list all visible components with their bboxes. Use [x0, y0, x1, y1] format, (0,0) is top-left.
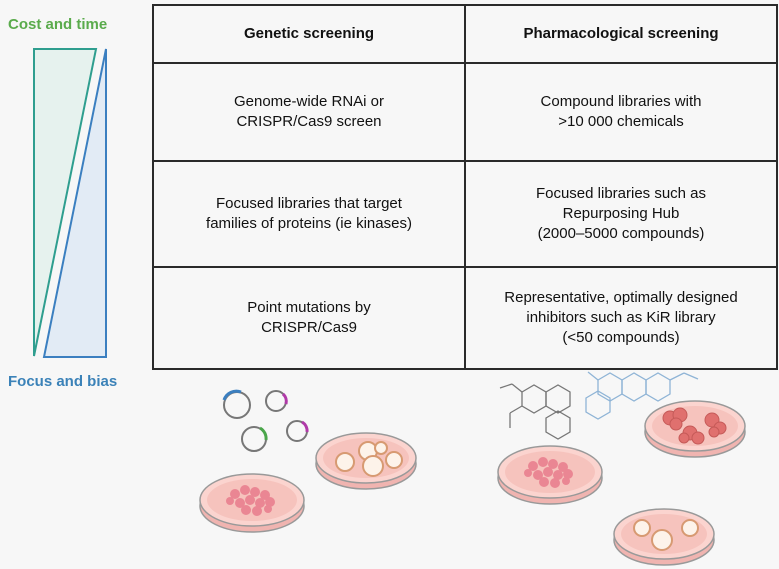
molecule-icon	[499, 383, 571, 440]
cost-triangle	[33, 48, 98, 357]
cell-genetic: Focused libraries that target families o…	[152, 160, 466, 268]
petri-dish-icon	[644, 400, 746, 458]
table-row: Point mutations by CRISPR/Cas9 Represent…	[152, 266, 778, 370]
petri-dish-icon	[315, 432, 417, 490]
plasmid-icon	[241, 426, 268, 452]
petri-dish-icon	[497, 445, 603, 505]
table-row: Focused libraries that target families o…	[152, 160, 778, 268]
screening-comparison-table: Genetic screening Pharmacological screen…	[152, 4, 778, 370]
header-pharmacological-screening: Pharmacological screening	[464, 4, 778, 64]
gradient-triangles	[33, 48, 107, 358]
cell-genetic: Genome-wide RNAi or CRISPR/Cas9 screen	[152, 62, 466, 162]
cell-pharmacological: Focused libraries such as Repurposing Hu…	[464, 160, 778, 268]
plasmid-icon	[265, 390, 288, 412]
plasmid-icon	[222, 389, 251, 419]
plasmid-icon	[286, 420, 309, 442]
header-genetic-screening: Genetic screening	[152, 4, 466, 64]
cell-pharmacological: Compound libraries with >10 000 chemical…	[464, 62, 778, 162]
molecule-icon	[585, 371, 699, 420]
petri-dish-icon	[199, 473, 305, 533]
cost-and-time-label: Cost and time	[8, 16, 108, 33]
focus-and-bias-label: Focus and bias	[8, 373, 118, 390]
table-row: Genome-wide RNAi or CRISPR/Cas9 screen C…	[152, 62, 778, 162]
cell-genetic: Point mutations by CRISPR/Cas9	[152, 266, 466, 370]
cell-pharmacological: Representative, optimally designed inhib…	[464, 266, 778, 370]
petri-dish-icon	[613, 508, 715, 566]
focus-triangle	[42, 48, 107, 358]
